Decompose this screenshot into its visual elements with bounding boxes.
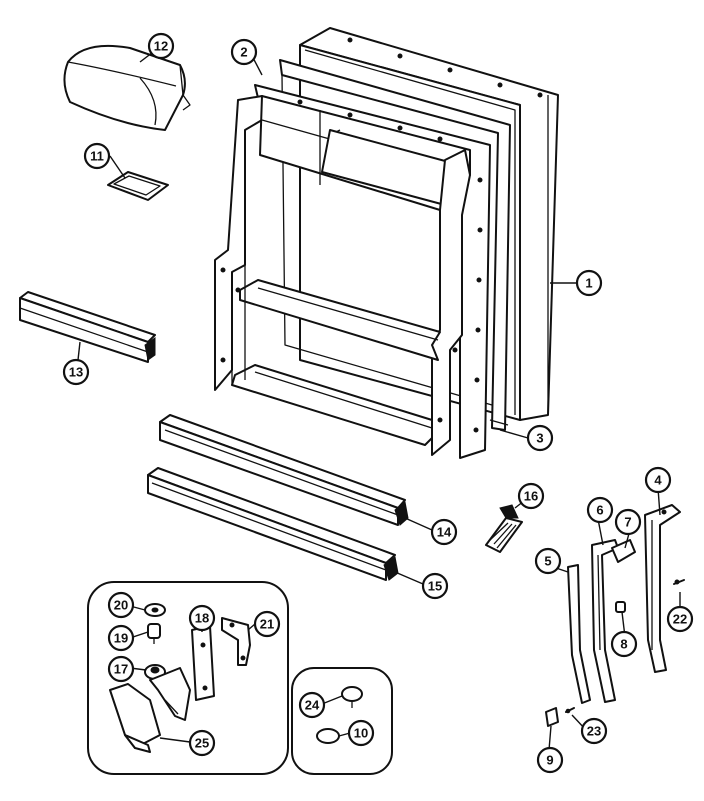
screw-22 <box>673 579 685 585</box>
callout-label: 24 <box>305 698 320 713</box>
small-tray <box>107 171 169 201</box>
callout-16: 16 <box>517 482 545 510</box>
dairy-door-cover <box>63 44 191 131</box>
callout-4: 4 <box>644 466 672 494</box>
callout-1: 1 <box>575 269 603 297</box>
callout-label: 15 <box>428 579 442 594</box>
shelf-trim-rail <box>19 291 156 363</box>
callout-label: 3 <box>536 431 543 446</box>
callout-label: 2 <box>240 45 247 60</box>
callout-3: 3 <box>526 424 554 452</box>
hinge-cap <box>545 707 559 727</box>
screw-23 <box>565 707 575 714</box>
door-gasket <box>279 59 511 431</box>
callout-12: 12 <box>147 32 175 60</box>
shelf-rail-lower <box>147 467 399 581</box>
callout-10: 10 <box>347 719 375 747</box>
callout-label: 1 <box>585 276 592 291</box>
callout-label: 20 <box>114 598 128 613</box>
callout-20: 20 <box>107 591 135 619</box>
callout-label: 8 <box>620 637 627 652</box>
callout-18: 18 <box>188 604 216 632</box>
callout-6: 6 <box>586 496 614 524</box>
callout-11: 11 <box>83 142 111 170</box>
callout-13: 13 <box>62 358 90 386</box>
shelf-rail-upper <box>159 414 409 526</box>
callout-9: 9 <box>536 746 564 774</box>
callout-23: 23 <box>580 717 608 745</box>
callout-5: 5 <box>534 547 562 575</box>
callout-label: 7 <box>624 515 631 530</box>
callout-label: 13 <box>69 365 83 380</box>
callout-label: 11 <box>90 149 104 164</box>
callout-label: 25 <box>195 736 209 751</box>
callout-label: 9 <box>546 753 553 768</box>
callout-17: 17 <box>107 655 135 683</box>
callout-label: 16 <box>524 489 538 504</box>
callout-label: 14 <box>437 525 452 540</box>
hinge-middle <box>591 539 619 703</box>
callout-label: 4 <box>654 473 662 488</box>
callout-label: 22 <box>673 612 687 627</box>
callout-label: 12 <box>154 39 168 54</box>
spring <box>485 504 523 553</box>
small-bracket <box>611 539 636 563</box>
callout-22: 22 <box>666 605 694 633</box>
callout-15: 15 <box>421 572 449 600</box>
hinge-pin <box>615 601 626 613</box>
callout-label: 17 <box>114 662 128 677</box>
callout-19: 19 <box>107 624 135 652</box>
callout-25: 25 <box>188 729 216 757</box>
callout-21: 21 <box>253 610 281 638</box>
callout-label: 18 <box>195 611 209 626</box>
callout-label: 19 <box>114 631 128 646</box>
callout-label: 10 <box>354 726 368 741</box>
callout-2: 2 <box>230 38 258 66</box>
callout-7: 7 <box>614 508 642 536</box>
door-inner-liner <box>214 84 491 459</box>
callout-14: 14 <box>430 518 458 546</box>
plugs-inset <box>291 667 393 775</box>
hinge-short <box>567 564 591 704</box>
callout-8: 8 <box>610 630 638 658</box>
callout-label: 5 <box>544 554 551 569</box>
callout-label: 23 <box>587 724 601 739</box>
callout-label: 6 <box>596 503 603 518</box>
callout-24: 24 <box>298 691 326 719</box>
handle-assembly-inset <box>87 581 289 775</box>
hinge-long <box>644 504 681 673</box>
callout-label: 21 <box>260 617 274 632</box>
